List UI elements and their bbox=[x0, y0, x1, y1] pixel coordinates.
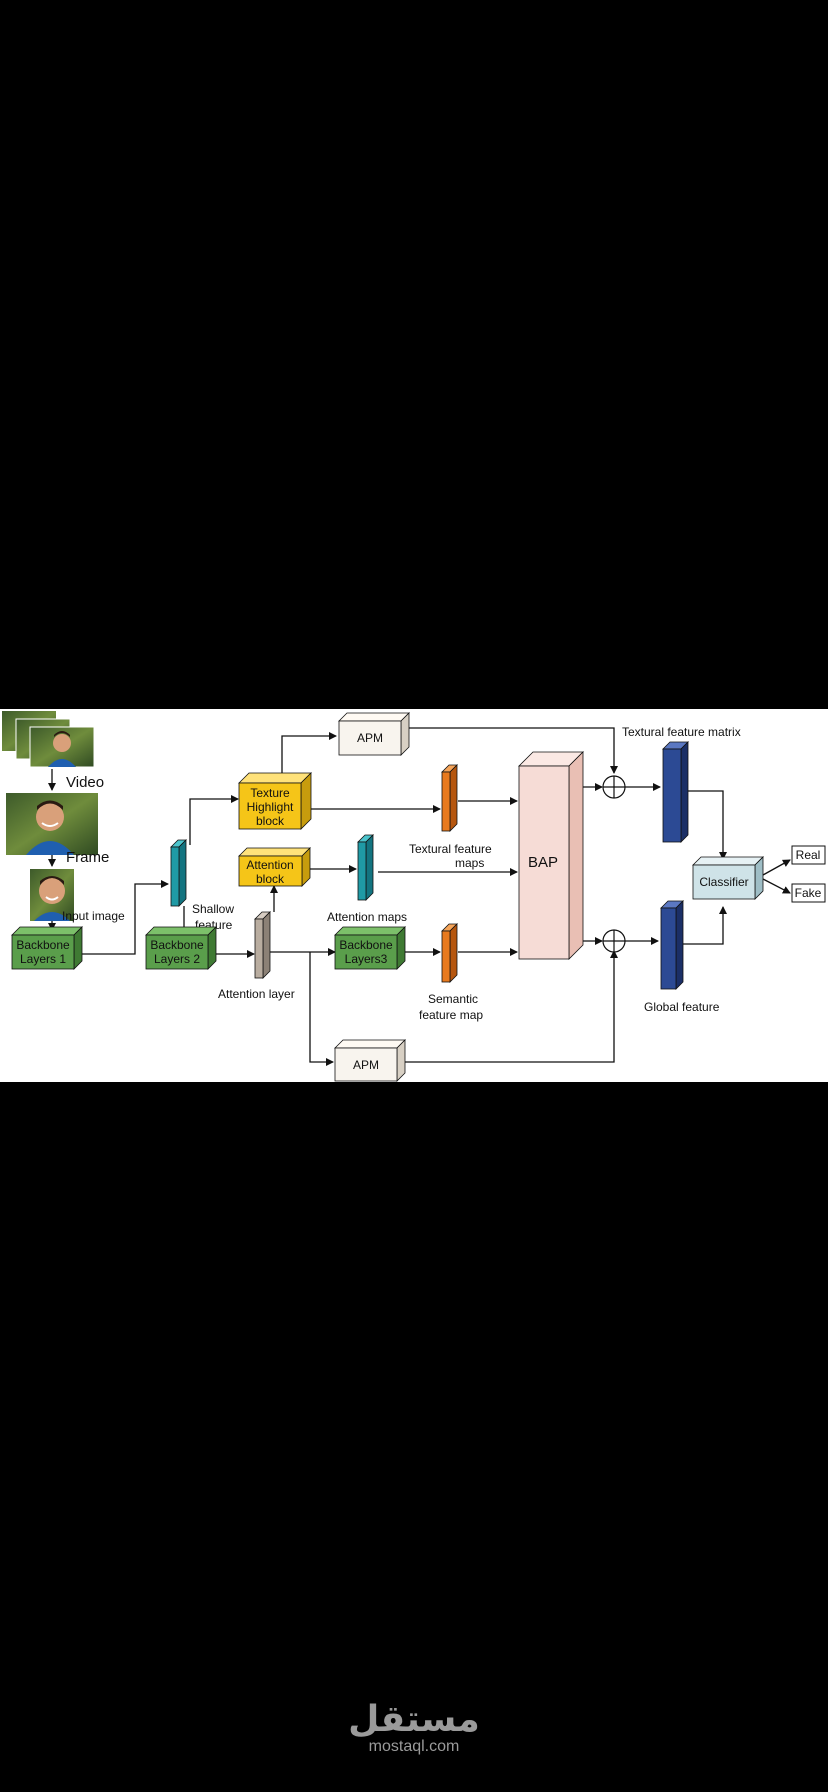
textural-feature-matrix bbox=[662, 741, 689, 843]
texture-block-text-3: block bbox=[256, 814, 285, 828]
attention-maps-label: Attention maps bbox=[327, 910, 407, 924]
watermark-arabic-text: مستقل bbox=[348, 1699, 480, 1740]
semantic-feature-map-label-1: Semantic bbox=[428, 992, 478, 1006]
attention-layer-map bbox=[254, 911, 271, 979]
fake-output-text: Fake bbox=[795, 886, 822, 900]
real-output-text: Real bbox=[796, 848, 821, 862]
architecture-diagram: Video Frame Input image Backbone Layers … bbox=[0, 709, 828, 1082]
attention-block: Attention block bbox=[238, 847, 311, 887]
shallow-feature-map bbox=[170, 839, 187, 907]
apm-bottom-block: APM bbox=[334, 1039, 406, 1082]
fake-output-box: Fake bbox=[791, 883, 826, 903]
semantic-feature-map bbox=[441, 923, 458, 983]
backbone-layers-1-block: Backbone Layers 1 bbox=[11, 926, 83, 970]
frame-image bbox=[6, 793, 98, 855]
global-feature bbox=[660, 900, 684, 990]
backbone-layers-2-text-1: Backbone bbox=[150, 938, 204, 952]
texture-block-text-1: Texture bbox=[250, 786, 290, 800]
texture-highlight-block: Texture Highlight block bbox=[238, 772, 312, 830]
global-feature-label: Global feature bbox=[644, 1000, 720, 1014]
video-label: Video bbox=[66, 774, 104, 791]
attention-block-text-2: block bbox=[256, 872, 285, 886]
bap-text: BAP bbox=[528, 854, 558, 871]
backbone-layers-1-text-1: Backbone bbox=[16, 938, 70, 952]
shallow-feature-label-1: Shallow bbox=[192, 902, 234, 916]
textural-feature-maps bbox=[441, 764, 458, 832]
apm-top-block: APM bbox=[338, 712, 410, 756]
backbone-layers-3-text-1: Backbone bbox=[339, 938, 393, 952]
semantic-feature-map-label-2: feature map bbox=[419, 1008, 483, 1022]
texture-block-text-2: Highlight bbox=[247, 800, 294, 814]
backbone-layers-1-text-2: Layers 1 bbox=[20, 952, 66, 966]
apm-bottom-text: APM bbox=[353, 1058, 379, 1072]
real-output-box: Real bbox=[791, 845, 826, 865]
diagram-canvas: Video Frame Input image Backbone Layers … bbox=[2, 711, 826, 1082]
apm-top-text: APM bbox=[357, 731, 383, 745]
bap-block: BAP bbox=[518, 751, 584, 960]
backbone-layers-2-text-2: Layers 2 bbox=[154, 952, 200, 966]
backbone-layers-2-block: Backbone Layers 2 bbox=[145, 926, 217, 970]
textural-feature-maps-label-1: Textural feature bbox=[409, 842, 492, 856]
classifier-text: Classifier bbox=[699, 875, 748, 889]
classifier-block: Classifier bbox=[692, 856, 764, 900]
attention-layer-label: Attention layer bbox=[218, 987, 295, 1001]
backbone-layers-3-block: Backbone Layers3 bbox=[334, 926, 406, 970]
input-image-label: Input image bbox=[62, 909, 125, 923]
frame-label: Frame bbox=[66, 849, 109, 866]
sum-node-bottom bbox=[602, 929, 626, 953]
video-frames-stack bbox=[2, 711, 95, 768]
watermark-latin-text: mostaql.com bbox=[368, 1738, 460, 1755]
textural-feature-maps-label-2: maps bbox=[455, 856, 484, 870]
textural-feature-matrix-label: Textural feature matrix bbox=[622, 725, 741, 739]
input-image bbox=[30, 869, 74, 921]
attention-block-text-1: Attention bbox=[246, 858, 293, 872]
attention-maps bbox=[357, 834, 374, 901]
mostaql-watermark-logo: مستقل mostaql.com bbox=[0, 1700, 828, 1756]
backbone-layers-3-text-2: Layers3 bbox=[345, 952, 388, 966]
face-icon bbox=[48, 731, 76, 767]
sum-node-top bbox=[602, 775, 626, 799]
